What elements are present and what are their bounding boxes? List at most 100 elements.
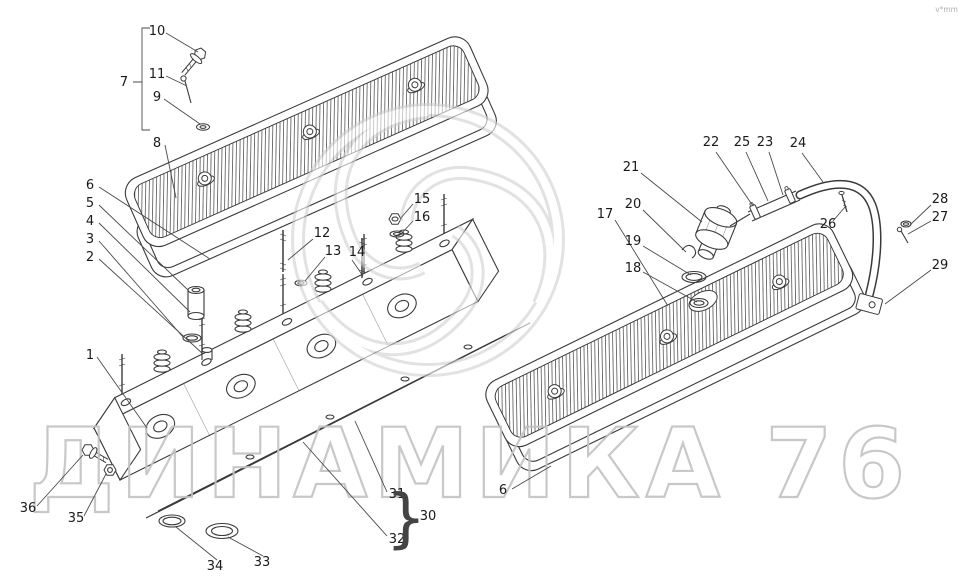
callout-label: 25 [734, 135, 751, 150]
callout-label: 6 [86, 178, 94, 193]
callout-label: 4 [86, 214, 94, 229]
valve-guide-2 [201, 347, 213, 360]
cover-dome-nut [771, 274, 790, 291]
callout-17: 17 [597, 207, 669, 307]
callout-label: 28 [932, 192, 949, 207]
oil-filler-cap-21 [695, 205, 738, 260]
pipe-bracket-29 [855, 293, 883, 315]
cover-dome-nut [302, 124, 320, 140]
callout-label: 9 [153, 90, 161, 105]
callout-label: 5 [86, 196, 94, 211]
breather-hose-23 [729, 186, 801, 227]
callout-label: 34 [207, 559, 224, 574]
callout-19: 19 [625, 234, 692, 276]
washer-16 [389, 230, 405, 238]
callout-31: 31 [354, 420, 406, 502]
callout-10: 10 [149, 24, 199, 53]
callout-35: 35 [68, 473, 107, 526]
front-valve-cover [124, 36, 489, 248]
vent-pipe-24 [795, 179, 882, 301]
callout-label: 16 [414, 210, 431, 225]
watermark-text: ДИНАМИКА 76 [29, 408, 911, 520]
callout-30: }30 [386, 482, 437, 556]
callout-label: 35 [68, 511, 85, 526]
callout-label: 26 [820, 217, 837, 232]
stud-26 [838, 190, 848, 213]
cover-dome-nut [407, 77, 425, 94]
cover-dome-nut [659, 329, 678, 345]
cover-bolt-10 [181, 47, 207, 76]
callout-12: 12 [287, 226, 331, 261]
callout-21: 21 [623, 160, 703, 223]
callout-24: 24 [790, 136, 824, 183]
retainer-spring-20 [681, 244, 697, 259]
callout-label: 24 [790, 136, 807, 151]
callout-18: 18 [625, 261, 698, 303]
callout-2: 2 [86, 250, 204, 355]
cover-dome-nut [197, 171, 215, 187]
tappet-bushing [187, 285, 205, 321]
rear-valve-cover [485, 223, 854, 448]
swirl-watermark-icon [291, 103, 582, 380]
callout-33: 33 [227, 536, 271, 570]
nut-35 [103, 464, 117, 476]
callout-label: 15 [414, 192, 431, 207]
callout-6-right: 6 [499, 465, 552, 498]
filler-neck-grommet-18 [689, 297, 709, 309]
callout-label: 30 [420, 509, 437, 524]
nut-15 [388, 213, 402, 225]
stud-12 [279, 230, 287, 272]
callout-label: 32 [389, 532, 406, 547]
callout-3: 3 [86, 232, 184, 338]
callout-4: 4 [86, 214, 191, 313]
callout-label: 2 [86, 250, 94, 265]
seal-ring-34 [158, 514, 186, 528]
callout-8: 8 [153, 136, 177, 199]
callout-label: 33 [254, 555, 271, 570]
callout-label: 1 [86, 348, 94, 363]
corner-mark: v*mm [935, 5, 958, 14]
brace-30: } [386, 482, 427, 556]
callout-label: 21 [623, 160, 640, 175]
callout-25: 25 [734, 135, 769, 202]
callout-28: 28 [909, 192, 949, 226]
callout-label: 3 [86, 232, 94, 247]
callout-label: 14 [349, 245, 366, 260]
callout-1: 1 [86, 348, 148, 429]
callout-13: 13 [304, 244, 342, 282]
callout-label: 17 [597, 207, 614, 222]
callout-label: 27 [932, 210, 949, 225]
head-studs [118, 194, 448, 394]
hose-clamp-25 [784, 186, 796, 204]
o-ring-3 [182, 333, 202, 343]
cover-washer-9 [196, 123, 210, 131]
screw-27 [896, 226, 909, 244]
callout-label: 18 [625, 261, 642, 276]
callout-label: 20 [625, 197, 642, 212]
callout-23: 23 [757, 135, 784, 196]
callout-32: 32 [302, 441, 406, 547]
seal-ring-33 [205, 522, 239, 540]
callout-label: 31 [389, 487, 406, 502]
callout-16: 16 [401, 210, 431, 234]
callout-label: 11 [149, 67, 166, 82]
cover-screw-11 [180, 75, 192, 104]
callout-label: 23 [757, 135, 774, 150]
callout-label: 13 [325, 244, 342, 259]
valve-springs [153, 229, 413, 373]
callout-15: 15 [399, 192, 431, 220]
callout-label: 6 [499, 483, 507, 498]
callout-22: 22 [703, 135, 754, 207]
callout-6-left: 6 [86, 178, 211, 260]
drain-bolt-36 [81, 444, 109, 464]
callout-20: 20 [625, 197, 687, 253]
callout-label: 7 [120, 75, 128, 90]
cover-dome-nut [547, 384, 565, 400]
callout-label: 12 [314, 226, 331, 241]
callout-label: 22 [703, 135, 720, 150]
callout-34: 34 [175, 526, 224, 574]
cap-gasket-19 [681, 270, 707, 284]
callout-label: 8 [153, 136, 161, 151]
